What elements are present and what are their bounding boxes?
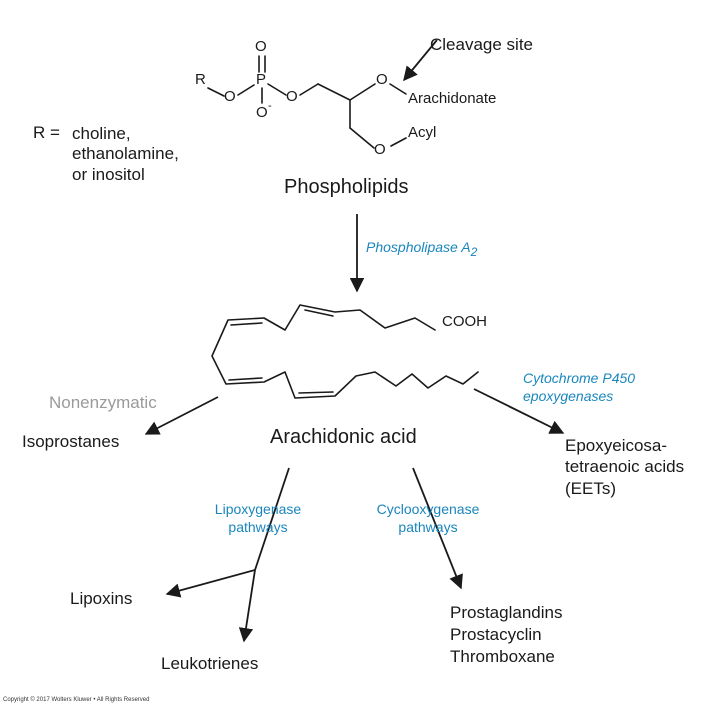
cytochrome-p450-label: Cytochrome P450 epoxygenases: [523, 370, 636, 405]
atom-oxygen-right: O: [286, 88, 298, 105]
arachidonic-acid-structure: [211, 304, 479, 399]
nonenzymatic-label: Nonenzymatic: [49, 393, 157, 412]
carboxyl-group-label: COOH: [442, 313, 487, 330]
atom-oxygen-left: O: [224, 88, 236, 105]
isoprostanes-label: Isoprostanes: [22, 432, 120, 451]
cox-products-label: Prostaglandins Prostacyclin Thromboxane: [450, 603, 563, 667]
eets-label: Epoxyeicosa- tetraenoic acids (EETs): [565, 436, 685, 498]
r-groups-list: choline, ethanolamine, or inositol: [72, 124, 179, 184]
atom-phosphorus: P: [256, 71, 267, 88]
cleavage-site-label: Cleavage site: [430, 35, 534, 54]
arachidonate-label: Arachidonate: [408, 90, 497, 107]
acyl-label: Acyl: [408, 124, 437, 141]
phospholipase-a2-label: Phospholipase A2: [366, 239, 478, 259]
cyclooxygenase-pathways-label: Cyclooxygenase pathways: [376, 501, 480, 536]
phospholipid-structure: [207, 55, 407, 149]
lipoxygenase-pathways-label: Lipoxygenase pathways: [214, 501, 302, 536]
negative-charge: -: [268, 100, 272, 112]
atom-r-group: R: [195, 71, 206, 88]
atom-oxygen-sn2: O: [376, 71, 388, 88]
r-groups-prefix: R =: [33, 123, 60, 142]
lipoxins-label: Lipoxins: [70, 589, 133, 608]
copyright-notice: Copyright © 2017 Wolters Kluwer • All Ri…: [3, 697, 150, 703]
atom-oxygen-anion: O: [256, 104, 268, 121]
atom-oxygen-double-bond: O: [255, 38, 267, 55]
atom-oxygen-sn1: O: [374, 141, 386, 158]
pathway-arrows: [144, 39, 565, 643]
leukotrienes-label: Leukotrienes: [161, 654, 259, 673]
arachidonic-acid-title: Arachidonic acid: [270, 426, 417, 448]
phospholipids-title: Phospholipids: [284, 176, 409, 198]
